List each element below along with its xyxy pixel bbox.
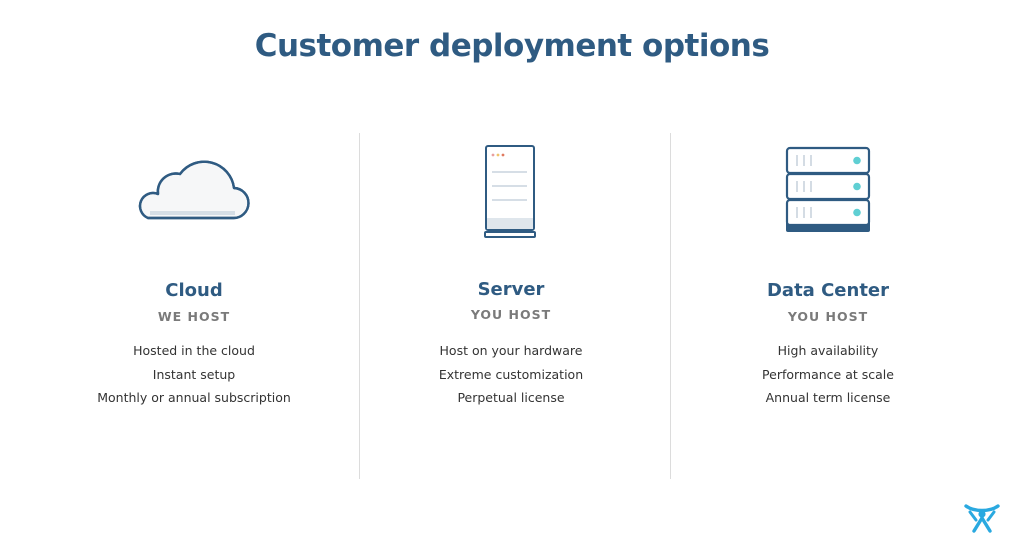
option-title: Data Center bbox=[766, 280, 890, 301]
feature-item: Monthly or annual subscription bbox=[97, 390, 291, 405]
feature-item: Annual term license bbox=[765, 390, 891, 405]
feature-list: Host on your hardware Extreme customizat… bbox=[361, 339, 661, 410]
feature-item: Extreme customization bbox=[438, 366, 584, 382]
option-title: Server bbox=[477, 279, 545, 300]
feature-list: Hosted in the cloud Instant setup Monthl… bbox=[44, 339, 344, 410]
option-hosting: YOU HOST bbox=[787, 309, 869, 324]
feature-item: Hosted in the cloud bbox=[133, 343, 255, 358]
option-hosting: WE HOST bbox=[157, 309, 231, 324]
page-title: Customer deployment options bbox=[254, 28, 770, 64]
feature-list: High availability Performance at scale A… bbox=[678, 339, 978, 410]
deployment-option-cloud: Cloud WE HOST Hosted in the cloud Instan… bbox=[44, 130, 344, 405]
data-center-icon bbox=[678, 130, 978, 240]
feature-item: Perpetual license bbox=[457, 390, 565, 405]
deployment-option-data-center: Data Center YOU HOST High availability P… bbox=[678, 130, 978, 405]
column-divider bbox=[359, 133, 360, 479]
cloud-icon bbox=[44, 130, 344, 240]
feature-item: Instant setup bbox=[152, 366, 236, 382]
feature-item: Performance at scale bbox=[762, 366, 894, 382]
deployment-option-server: Server YOU HOST Host on your hardware Ex… bbox=[361, 130, 661, 405]
column-divider bbox=[670, 133, 671, 479]
option-title: Cloud bbox=[165, 280, 223, 301]
atlassian-logo-icon bbox=[962, 500, 1002, 539]
feature-item: Host on your hardware bbox=[439, 343, 583, 358]
feature-item: High availability bbox=[777, 343, 879, 358]
option-hosting: YOU HOST bbox=[470, 307, 552, 322]
server-icon bbox=[361, 130, 661, 240]
